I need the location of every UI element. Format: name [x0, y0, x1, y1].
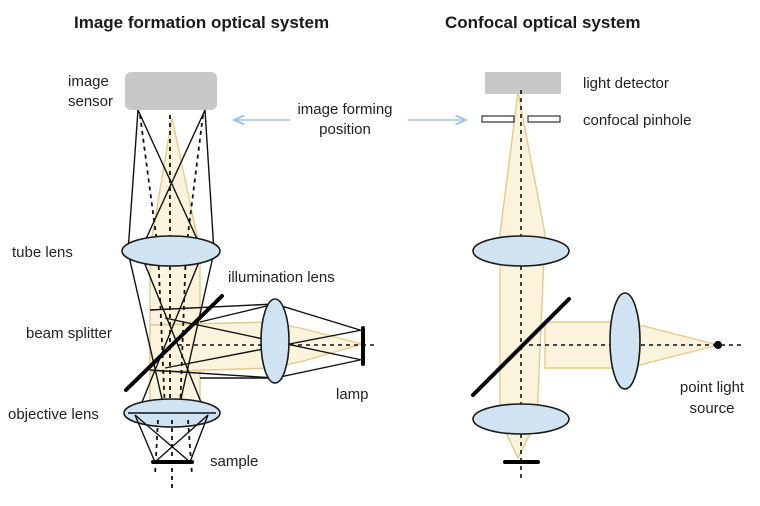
point-light-label-2: source: [689, 400, 734, 417]
image-forming-label-2: position: [319, 121, 371, 138]
image-forming-position: image forming position: [234, 101, 466, 138]
ray: [139, 109, 206, 253]
right-title: Confocal optical system: [445, 13, 641, 32]
sample-label: sample: [210, 453, 258, 470]
lamp-label: lamp: [336, 386, 369, 403]
image-sensor-label-2: sensor: [68, 93, 113, 110]
ray: [204, 109, 215, 253]
objective-lens-label: objective lens: [8, 406, 99, 423]
image-sensor-label-1: image: [68, 73, 109, 90]
dashed-ray: [179, 249, 187, 413]
point-light-label-1: point light: [680, 379, 745, 396]
confocal-beam-splitter: [471, 297, 571, 397]
image-forming-label-1: image forming: [297, 101, 392, 118]
beam-splitter: [124, 294, 224, 392]
illumination-lens-label: illumination lens: [228, 269, 335, 286]
right-diagram: Confocal optical system light detector c…: [445, 13, 745, 480]
confocal-objective-lens: [472, 403, 570, 435]
confocal-pinhole-left: [481, 115, 515, 123]
left-diagram: Image formation optical system: [8, 13, 375, 490]
dashed-ray: [185, 114, 204, 251]
confocal-illumination-lens: [609, 292, 641, 390]
light-detector-label: light detector: [583, 75, 669, 92]
confocal-pinhole-label: confocal pinhole: [583, 112, 691, 129]
ray: [177, 251, 215, 413]
illumination-ray: [199, 303, 276, 323]
tube-lens-label: tube lens: [12, 244, 73, 261]
sample-dashed-rays: [154, 419, 193, 490]
confocal-vertical-beam: [499, 91, 546, 460]
ray: [127, 251, 166, 413]
confocal-tube-lens: [472, 235, 570, 267]
dashed-ray: [139, 114, 159, 251]
ray: [127, 109, 139, 253]
illumination-lens: [260, 298, 290, 384]
left-title: Image formation optical system: [74, 13, 329, 32]
dashed-ray: [157, 249, 166, 413]
beam-splitter-label: beam splitter: [26, 325, 112, 342]
image-sensor: [125, 72, 217, 110]
ray: [139, 251, 206, 413]
light-detector: [485, 72, 561, 94]
tube-lens: [121, 235, 221, 267]
sample-rays: [134, 414, 209, 463]
point-light-source: [714, 341, 722, 349]
confocal-pinhole-right: [527, 115, 561, 123]
